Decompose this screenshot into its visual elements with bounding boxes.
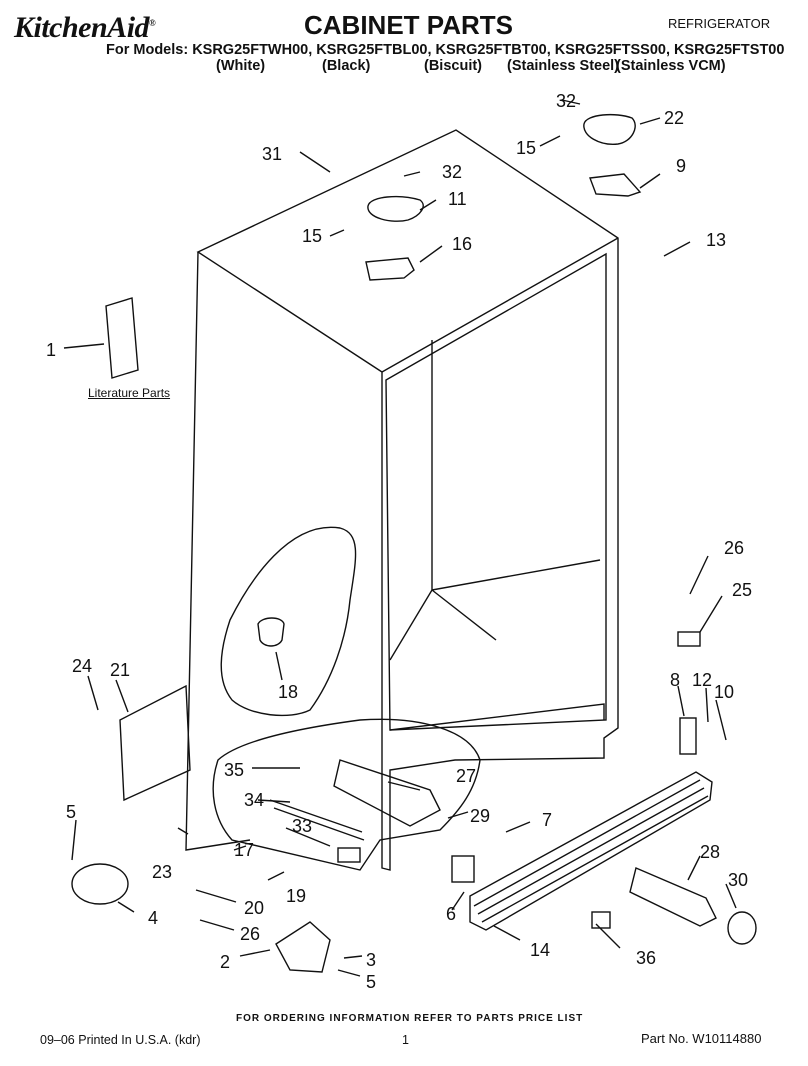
part-callout-10: 10 [714,682,734,702]
water-filter [629,867,717,927]
grommet-18 [257,617,285,647]
part-callout-35: 35 [224,760,244,780]
part-callout-30: 30 [728,870,748,890]
part-callout-21: 21 [110,660,130,680]
part-callout-18: 18 [278,682,298,702]
part-callout-31: 31 [262,144,282,164]
part-callout-1: 1 [46,340,56,360]
part-callout-34: 34 [244,790,264,810]
part-callout-26: 26 [240,924,260,944]
color-stainless-vcm: (Stainless VCM) [616,58,726,74]
fan-motor [71,863,129,905]
part-callout-33: 33 [292,816,312,836]
bracket-25 [677,631,701,647]
bracket-8 [679,717,697,755]
part-callout-13: 13 [706,230,726,250]
part-callout-4: 4 [148,908,158,928]
page-number: 1 [402,1033,409,1047]
category-label: REFRIGERATOR [668,16,771,31]
filter-cap [727,911,757,945]
clip-36 [591,911,611,929]
hinge-cover-22 [583,113,636,145]
models-line: For Models: KSRG25FTWH00, KSRG25FTBL00, … [106,42,785,58]
hinge-16 [365,257,415,281]
literature-parts-label: Literature Parts [88,386,171,400]
part-callout-26: 26 [724,538,744,558]
part-callout-2: 2 [220,952,230,972]
part-callout-23: 23 [152,862,172,882]
part-callout-22: 22 [664,108,684,128]
cutout-left [220,526,357,717]
part-callout-3: 3 [366,950,376,970]
color-black: (Black) [322,58,371,74]
part-callout-27: 27 [456,766,476,786]
part-callout-32: 32 [442,162,462,182]
cutout-bottom [212,718,481,871]
part-callout-28: 28 [700,842,720,862]
color-white: (White) [216,58,266,74]
part-callout-17: 17 [234,840,254,860]
literature-book [105,297,139,379]
brand-logo: KitchenAid® [14,11,156,44]
part-callout-5: 5 [66,802,76,822]
bottom-hinge [275,921,331,973]
part-callout-15: 15 [302,226,322,246]
drain-tube-27 [333,759,441,827]
part-callout-7: 7 [542,810,552,830]
part-callout-11: 11 [448,189,467,209]
vent-panel [119,684,191,802]
toe-grille [469,771,713,931]
hinge-cover-11 [367,195,424,222]
print-info: 09–06 Printed In U.S.A. (kdr) [40,1033,201,1047]
part-callout-12: 12 [692,670,712,690]
color-stainless-steel: (Stainless Steel) [507,58,620,74]
hinge-9 [589,173,642,197]
part-callout-6: 6 [446,904,456,924]
part-callout-8: 8 [670,670,680,690]
bracket-6 [451,855,475,883]
part-callout-19: 19 [286,886,306,906]
color-biscuit: (Biscuit) [424,58,482,74]
part-callout-9: 9 [676,156,686,176]
page-title: CABINET PARTS [304,10,513,40]
part-callout-5: 5 [366,972,376,992]
pad-33 [337,847,361,863]
part-callout-20: 20 [244,898,264,918]
part-number: Part No. W10114880 [641,1031,762,1046]
ordering-note: FOR ORDERING INFORMATION REFER TO PARTS … [236,1013,584,1024]
cabinet-outline [196,129,619,871]
part-callout-15: 15 [516,138,536,158]
part-callout-29: 29 [470,806,490,826]
part-callout-14: 14 [530,940,550,960]
part-callout-36: 36 [636,948,656,968]
part-callout-25: 25 [732,580,752,600]
part-callout-16: 16 [452,234,472,254]
part-callout-24: 24 [72,656,92,676]
part-callout-32: 32 [556,91,576,111]
